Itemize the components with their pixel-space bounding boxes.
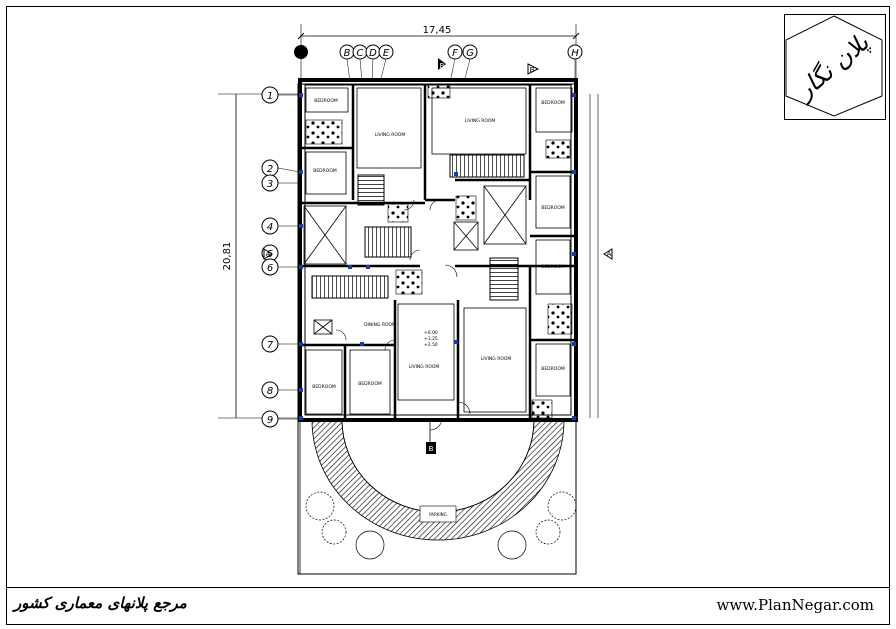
room-living-3: LIVING ROOM <box>409 364 440 370</box>
room-bedroom-5: BEDROOM <box>541 264 565 270</box>
level-label-3: +2.50 <box>424 342 438 348</box>
axis-bubble-3: 3 <box>261 174 300 192</box>
axis-bubble-1: 1 <box>261 86 300 104</box>
axis-bubble-4: 4 <box>261 217 300 235</box>
level-labels: +0.00 +1.25 +2.50 <box>424 330 438 348</box>
room-living-1: LIVING ROOM <box>375 132 406 138</box>
logo-text: پلان نگار <box>789 28 875 106</box>
axis-bubble-f: F <box>447 44 463 60</box>
axis-bubble-6: 6 <box>261 258 300 276</box>
level-label-1: +0.00 <box>424 330 438 336</box>
logo: پلان نگار <box>785 15 883 117</box>
axis-label-9: 9 <box>267 415 273 426</box>
columns <box>299 93 576 420</box>
axis-bubble-a <box>294 45 308 59</box>
room-bedroom-4: BEDROOM <box>541 205 565 211</box>
axis-label-g: G <box>466 48 474 59</box>
overall-width-label: 17,45 <box>423 25 452 36</box>
site-boundary <box>297 83 577 575</box>
axis-label-6: 6 <box>267 263 273 274</box>
axis-label-2: 2 <box>267 164 273 175</box>
axis-label-1: 1 <box>267 91 273 102</box>
logo-box <box>784 14 886 120</box>
footer-tagline: مرجع پلانهای معماری کشور <box>14 594 187 612</box>
overall-depth-label: 20,81 <box>222 242 233 271</box>
trees <box>305 491 577 560</box>
axis-bubble-d: D <box>365 44 381 60</box>
planters <box>305 83 573 419</box>
footer-border <box>6 587 890 625</box>
section-mark-1: B <box>440 62 445 70</box>
stairs <box>311 154 525 301</box>
courtyard: PARKING <box>299 419 577 575</box>
axis-bubble-h: H <box>567 44 583 60</box>
axis-bubble-c: C <box>352 44 368 60</box>
axis-letters: B C D E F G H <box>294 44 583 83</box>
axis-bubble-2: 2 <box>261 159 301 177</box>
axis-label-f: F <box>452 48 458 59</box>
axis-bubble-7: 7 <box>261 335 300 353</box>
room-bedroom-2: BEDROOM <box>541 100 565 106</box>
axis-label-8: 8 <box>267 386 273 397</box>
axis-bubble-e: E <box>378 44 394 60</box>
section-markers: B B A A B <box>263 58 613 454</box>
axis-bubble-g: G <box>462 44 478 60</box>
axis-bubble-b: B <box>339 44 355 60</box>
section-mark-3: A <box>266 250 271 258</box>
section-mark-5: B <box>429 445 434 453</box>
level-label-2: +1.25 <box>424 336 438 342</box>
axis-bubble-9: 9 <box>261 410 300 428</box>
courtyard-label: PARKING <box>429 512 447 517</box>
room-outlines <box>305 87 573 415</box>
interior-walls <box>300 84 576 420</box>
doors <box>335 199 471 431</box>
axis-label-h: H <box>571 48 579 59</box>
room-bedroom-1: BEDROOM <box>314 98 338 104</box>
room-bedroom-7: BEDROOM <box>358 381 382 387</box>
axis-bubble-8: 8 <box>261 381 300 399</box>
axis-label-b: B <box>344 48 351 59</box>
section-mark-4: A <box>607 250 612 258</box>
overall-depth-dimension: 20,81 <box>218 93 300 419</box>
room-dining: DINING ROOM <box>364 322 396 328</box>
axis-label-7: 7 <box>267 340 274 351</box>
room-living-2: LIVING ROOM <box>465 118 496 124</box>
room-bedroom-6: BEDROOM <box>312 384 336 390</box>
axis-label-d: D <box>369 48 377 59</box>
axis-numbers: 1 2 3 4 5 6 7 8 9 <box>261 86 301 428</box>
axis-label-c: C <box>357 48 364 59</box>
shafts <box>303 185 527 335</box>
axis-label-4: 4 <box>267 222 273 233</box>
room-labels: BEDROOM LIVING ROOM LIVING ROOM BEDROOM … <box>312 98 565 390</box>
axis-label-e: E <box>383 48 390 59</box>
right-dimension <box>589 94 599 418</box>
room-living-4: LIVING ROOM <box>481 356 512 362</box>
axis-label-5: 5 <box>267 249 273 260</box>
website-link[interactable]: www.PlanNegar.com <box>716 596 875 614</box>
room-bedroom-8: BEDROOM <box>541 366 565 372</box>
section-mark-2: B <box>530 66 535 74</box>
room-bedroom-3: BEDROOM <box>313 168 337 174</box>
axis-label-3: 3 <box>267 179 273 190</box>
